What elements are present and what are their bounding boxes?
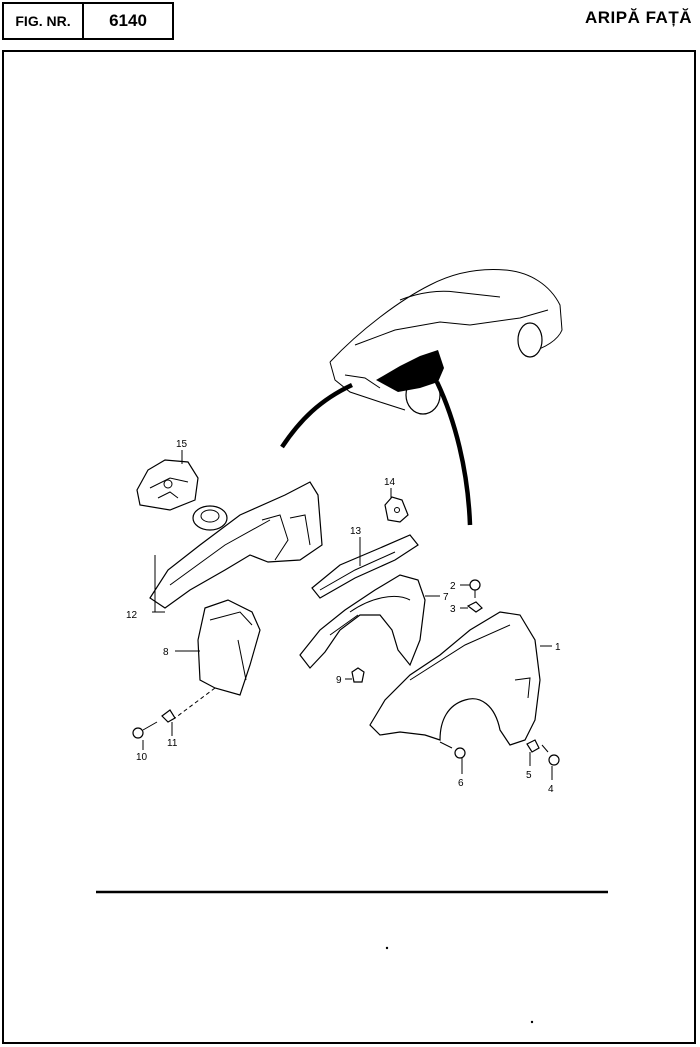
- part-label-5: 5: [526, 770, 532, 781]
- fastener-6-bolt: [439, 741, 466, 774]
- fastener-5-clip: [526, 739, 540, 766]
- part-label-2: 2: [450, 581, 456, 592]
- car-outline: [329, 269, 563, 415]
- figure-number-box: FIG. NR. 6140: [2, 2, 174, 40]
- part-label-13: 13: [350, 526, 362, 537]
- part-15-bracket: [136, 450, 199, 511]
- part-label-6: 6: [458, 778, 464, 789]
- part-7-wheelhouse-liner: [299, 574, 440, 669]
- part-label-7: 7: [443, 592, 449, 603]
- fastener-11-clip: [161, 709, 176, 736]
- part-label-15: 15: [176, 439, 188, 450]
- part-label-11: 11: [167, 738, 178, 749]
- figure-number-value: 6140: [109, 11, 147, 30]
- part-13-rail: [311, 534, 419, 599]
- part-label-10: 10: [136, 752, 148, 763]
- part-1-front-fender: [369, 611, 552, 746]
- pointer-arc-left: [280, 382, 353, 449]
- part-label-1: 1: [555, 642, 561, 653]
- part-label-12: 12: [126, 610, 138, 621]
- part-label-8: 8: [163, 647, 169, 658]
- fastener-10-screw: [132, 721, 158, 750]
- stray-mark: [530, 1020, 534, 1024]
- part-label-4: 4: [548, 784, 554, 795]
- part-8-splash-shield: [174, 599, 261, 719]
- part-label-14: 14: [384, 477, 396, 488]
- part-12-apron: [149, 481, 323, 613]
- page-title: ARIPĂ FAȚĂ: [585, 8, 692, 27]
- part-label-9: 9: [336, 675, 342, 686]
- fastener-3-clip: [460, 601, 483, 613]
- pointer-arc-right: [434, 381, 473, 526]
- fastener-2-screw: [460, 579, 481, 598]
- part-14-clip: [384, 488, 409, 523]
- part-label-3: 3: [450, 604, 456, 615]
- fastener-4-bolt: [541, 744, 560, 780]
- figure-number-label: FIG. NR.: [4, 4, 84, 38]
- diagram-frame: [2, 50, 696, 1044]
- stray-mark: [385, 946, 389, 950]
- part-9-nut: [345, 667, 365, 683]
